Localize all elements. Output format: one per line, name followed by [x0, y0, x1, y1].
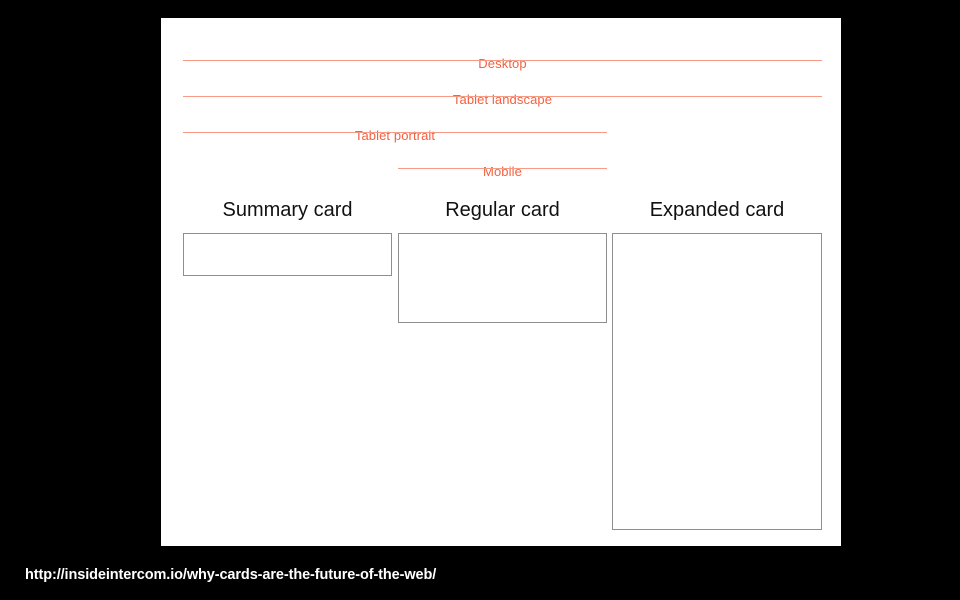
card-title-regular: Regular card: [445, 199, 560, 221]
breakpoint-rule-tablet-portrait: [183, 132, 607, 133]
card-title-expanded: Expanded card: [649, 199, 785, 221]
source-url-caption: http://insideintercom.io/why-cards-are-t…: [25, 567, 437, 583]
breakpoint-scale-diagram: Desktop Tablet landscape Tablet portrait…: [161, 18, 841, 179]
card-box-summary: [183, 233, 392, 276]
card-type-diagram: Summary card Regular card Expanded card: [161, 18, 841, 546]
card-title-summary: Summary card: [222, 199, 353, 221]
breakpoint-rule-mobile: [398, 168, 607, 169]
card-box-expanded: [612, 233, 822, 530]
slide-canvas: Desktop Tablet landscape Tablet portrait…: [161, 18, 841, 546]
breakpoint-rule-desktop: [183, 60, 822, 61]
breakpoint-label-tablet-landscape: Tablet landscape: [452, 92, 553, 107]
card-column-expanded: Expanded card: [612, 198, 822, 530]
breakpoint-label-desktop: Desktop: [478, 56, 527, 71]
breakpoint-label-mobile: Mobile: [483, 164, 522, 179]
card-box-regular: [398, 233, 607, 323]
card-column-regular: Regular card: [398, 198, 607, 323]
breakpoint-rule-tablet-landscape: [183, 96, 822, 97]
breakpoint-label-tablet-portrait: Tablet portrait: [354, 128, 436, 143]
card-column-summary: Summary card: [183, 198, 392, 276]
